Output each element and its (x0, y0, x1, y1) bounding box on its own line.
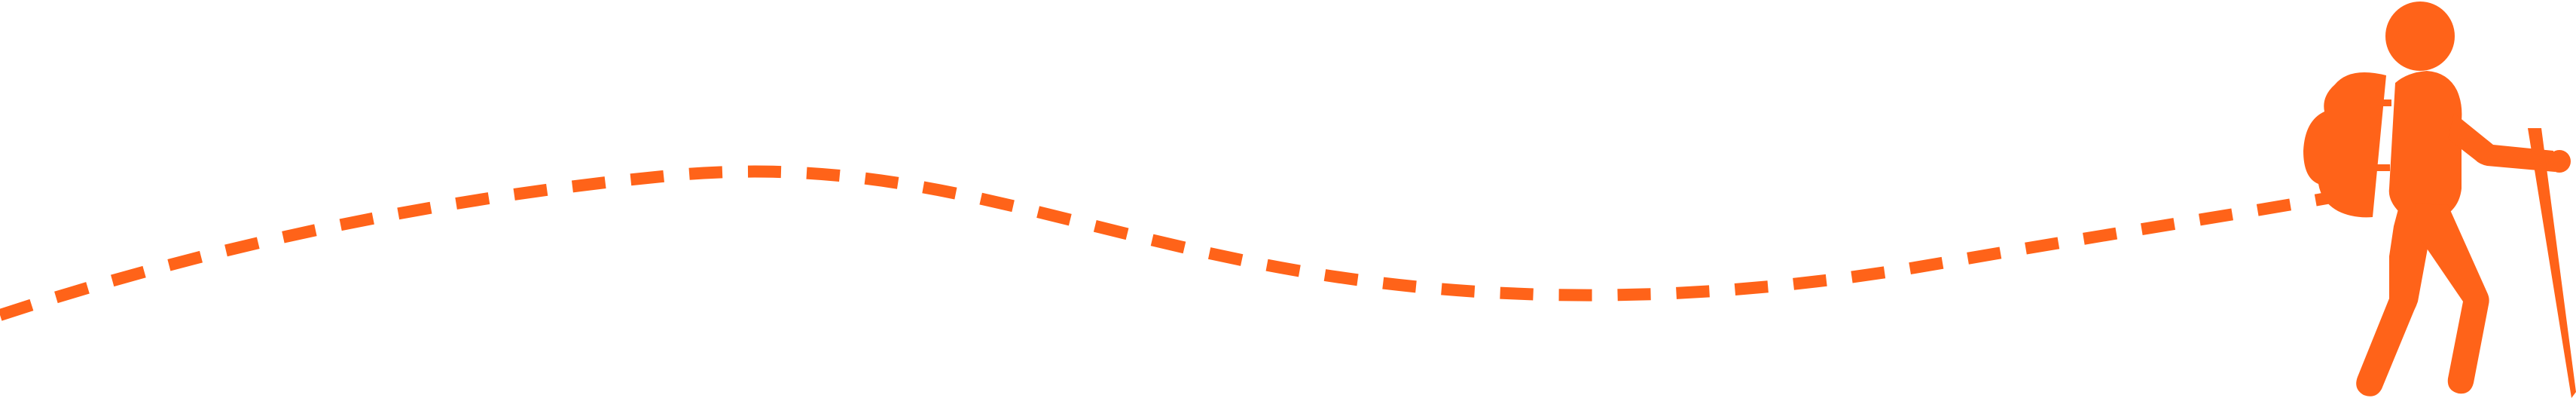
backpack-strap-bottom (2367, 164, 2390, 171)
walking-stick (2528, 128, 2576, 398)
hiker-arm (2448, 113, 2555, 172)
backpack-strap-top (2369, 100, 2391, 106)
hand-grip (2548, 150, 2571, 173)
hiker-torso (2388, 71, 2462, 213)
backpack (2303, 72, 2386, 218)
hiker-with-walking-stick-icon (2303, 2, 2576, 398)
hiker-head (2385, 2, 2455, 71)
hiker-leg-back (2415, 204, 2489, 394)
hiker-leg-front (2356, 204, 2436, 396)
dashed-trail-path (0, 165, 2374, 321)
